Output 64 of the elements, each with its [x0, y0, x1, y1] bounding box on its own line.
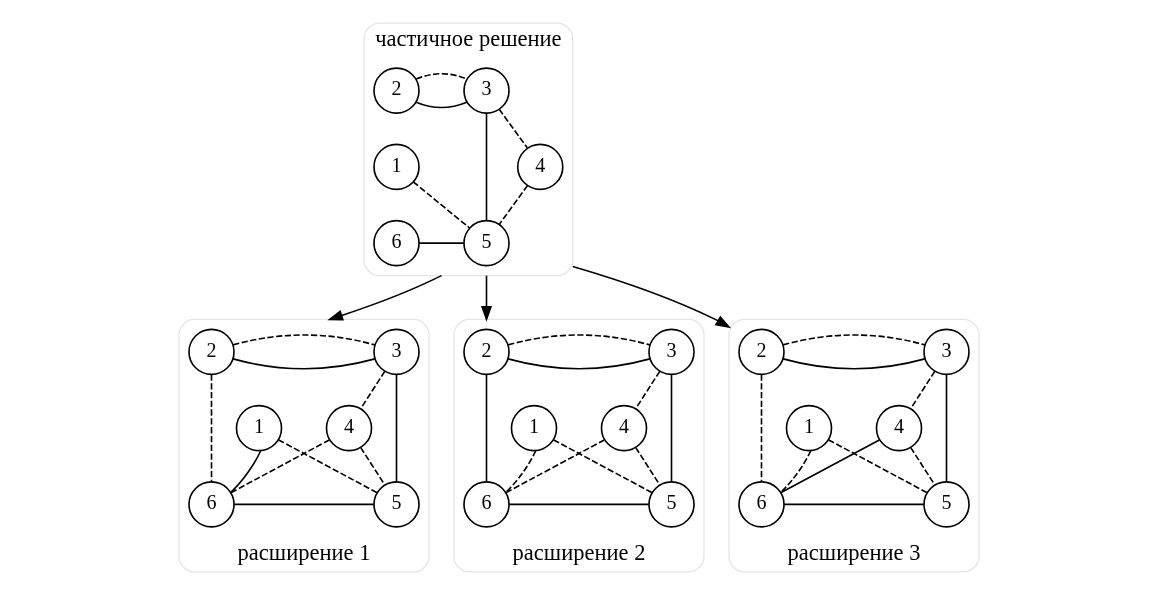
- connector: [359, 446, 385, 486]
- connector: [417, 242, 465, 244]
- connector: [485, 373, 487, 483]
- node-circle: 3: [372, 328, 420, 376]
- node-circle: 4: [600, 404, 647, 452]
- node-circle: 5: [922, 481, 970, 528]
- node-circle: 2: [462, 328, 510, 376]
- connector: [504, 439, 605, 494]
- connector: [781, 334, 926, 346]
- node-circle: 6: [372, 219, 420, 267]
- connector: [485, 112, 487, 222]
- connector: [781, 358, 926, 370]
- node-circle: 5: [647, 481, 695, 528]
- arrow: [480, 274, 492, 322]
- node-circle: 3: [462, 67, 510, 114]
- node-circle: 4: [516, 143, 564, 191]
- node-circle: 5: [372, 481, 420, 528]
- connector: [504, 449, 537, 494]
- node-circle: 6: [462, 481, 510, 528]
- node-circle: 5: [462, 219, 510, 267]
- connector: [634, 446, 660, 486]
- node-circle: 6: [187, 481, 235, 528]
- connector: [782, 503, 924, 506]
- arrow: [326, 274, 442, 321]
- node-circle: 3: [922, 328, 970, 376]
- connector: [779, 449, 812, 494]
- connector: [229, 439, 330, 494]
- node-circle: 4: [875, 404, 922, 452]
- connector: [779, 439, 880, 494]
- connector: [760, 373, 762, 483]
- connector: [229, 449, 262, 494]
- connector: [670, 373, 672, 483]
- node-circle: 1: [372, 143, 420, 191]
- connector: [414, 72, 468, 80]
- connector: [909, 370, 936, 410]
- connector: [277, 439, 378, 494]
- node-circle: 1: [785, 404, 832, 452]
- connector: [552, 439, 653, 494]
- connector: [412, 181, 470, 229]
- node-circle: 2: [187, 328, 235, 376]
- connector: [909, 446, 935, 486]
- connector: [210, 373, 212, 483]
- connector: [827, 439, 928, 494]
- node-circle: 1: [510, 404, 557, 452]
- connector: [507, 503, 649, 506]
- connector: [231, 334, 376, 346]
- connector: [506, 358, 651, 370]
- node-circle: 6: [737, 481, 785, 528]
- connector: [414, 101, 468, 109]
- connector: [506, 334, 651, 346]
- node-circle: 2: [737, 328, 785, 376]
- node-circle: 2: [372, 67, 420, 114]
- connector: [395, 373, 397, 483]
- connector: [945, 373, 947, 483]
- connector: [231, 358, 376, 370]
- node-circle: 3: [647, 328, 695, 376]
- connector: [359, 370, 386, 410]
- connector: [232, 503, 374, 506]
- arrow: [571, 265, 731, 329]
- connector: [497, 108, 528, 149]
- connector: [634, 370, 661, 410]
- node-circle: 1: [235, 404, 282, 452]
- connector: [498, 184, 528, 225]
- node-circle: 4: [325, 404, 372, 452]
